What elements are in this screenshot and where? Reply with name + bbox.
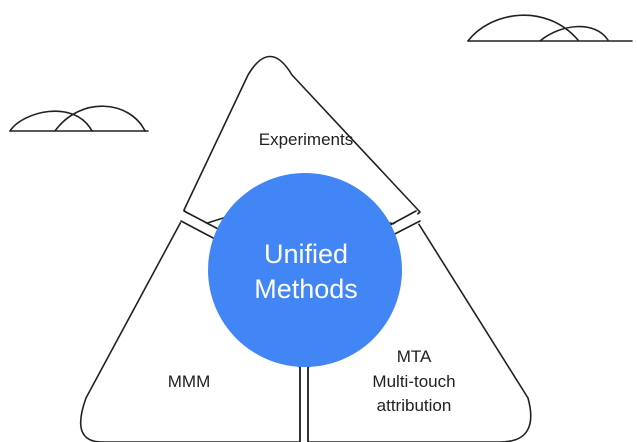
center-label-line1: Unified [264, 239, 348, 269]
cloud-icon-top-right [467, 14, 633, 42]
mta-subtitle-line1: Multi-touch [372, 372, 455, 391]
mmm-label: MMM [168, 372, 210, 391]
cloud-icon-left [9, 105, 149, 132]
center-circle [208, 173, 402, 367]
center-label-line2: Methods [254, 274, 358, 304]
experiments-label: Experiments [259, 130, 353, 149]
mta-subtitle-line2: attribution [377, 396, 452, 415]
mta-label: MTA [397, 347, 432, 366]
